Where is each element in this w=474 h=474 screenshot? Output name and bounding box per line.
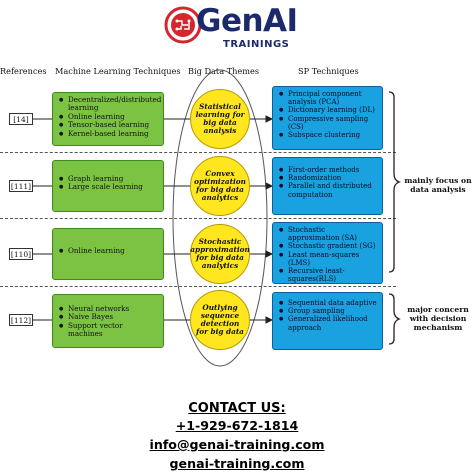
- ml-technique-item: Tensor-based learning: [59, 120, 159, 130]
- sp-technique-item: Sequential data adaptive: [279, 299, 378, 307]
- ml-technique-item: Decentralized/distributed learning: [59, 95, 161, 113]
- theme-circle: Convex optimization for big data analyti…: [190, 156, 250, 216]
- sp-technique-item: Group sampling: [279, 307, 378, 315]
- ml-technique-item: Large scale learning: [59, 182, 159, 192]
- header-references: References: [0, 66, 47, 76]
- ml-technique-item: Online learning: [59, 112, 159, 122]
- note-data-analysis: mainly focus on data analysis: [404, 176, 472, 194]
- ml-technique-item: Neural networks: [59, 304, 159, 314]
- brand-tagline: TRAININGS: [223, 39, 290, 50]
- contact-title: CONTACT US:: [188, 401, 286, 416]
- ml-techniques-box: Decentralized/distributed learning Onlin…: [52, 92, 164, 146]
- ml-technique-item: Support vector machines: [59, 321, 159, 339]
- sp-technique-item: Generalized likelihood approach: [279, 315, 378, 331]
- brand-name: GenAI: [196, 3, 298, 39]
- sp-techniques-box: Stochastic approximation (SA) Stochastic…: [272, 222, 383, 284]
- sp-technique-item: Randomization: [279, 174, 378, 182]
- row-separator: [0, 286, 396, 287]
- header-sp-techniques: SP Techniques: [298, 66, 359, 76]
- header-ml-techniques: Machine Learning Techniques: [55, 66, 181, 76]
- sp-technique-item: Compressive sampling (CS): [279, 115, 378, 131]
- contact-website-link[interactable]: genai-training.com: [169, 456, 305, 471]
- sp-technique-item: Least mean-squares (LMS): [279, 251, 378, 267]
- ml-technique-item: Graph learning: [59, 174, 159, 184]
- reference-label: [112]: [9, 314, 33, 326]
- contact-phone-link[interactable]: +1-929-672-1814: [175, 418, 299, 433]
- reference-label: [110]: [9, 248, 33, 260]
- sp-technique-item: Principal component analysis (PCA): [279, 90, 378, 106]
- sp-technique-item: Stochastic approximation (SA): [279, 226, 378, 242]
- theme-label: Statistical learning for big data analys…: [195, 101, 245, 136]
- sp-technique-item: Dictionary learning (DL): [279, 106, 378, 114]
- reference-label: [14]: [9, 113, 33, 125]
- theme-label: Stochastic approximation for big data an…: [190, 236, 250, 271]
- row-separator: [0, 218, 396, 219]
- sp-technique-item: Parallel and distributed computation: [279, 182, 378, 198]
- brand-logo: GenAI TRAININGS: [163, 3, 313, 53]
- note-decision-mechanism: major concern with decision mechanism: [407, 305, 469, 332]
- ml-techniques-box: Neural networks Naive Bayes Support vect…: [52, 294, 164, 348]
- reference-label: [111]: [9, 180, 33, 192]
- header-big-data-themes: Big Data Themes: [188, 66, 260, 76]
- sp-technique-item: Subspace clustering: [279, 131, 378, 139]
- theme-circle: Statistical learning for big data analys…: [190, 89, 250, 149]
- sp-technique-item: Stochastic gradient (SG): [279, 242, 378, 250]
- contact-email-link[interactable]: info@genai-training.com: [149, 437, 325, 452]
- sp-technique-item: Recursive least-squares(RLS): [279, 267, 378, 283]
- sp-techniques-box: First-order methods Randomization Parall…: [272, 157, 383, 215]
- theme-circle: Outlying sequence detection for big data: [190, 290, 250, 350]
- sp-techniques-box: Principal component analysis (PCA) Dicti…: [272, 86, 383, 150]
- brain-circuit-icon: [164, 6, 202, 44]
- ml-techniques-box: Graph learning Large scale learning: [52, 160, 164, 212]
- theme-label: Convex optimization for big data analyti…: [194, 168, 246, 203]
- ml-technique-item: Online learning: [59, 246, 159, 256]
- ml-technique-item: Kernel-based learning: [59, 129, 159, 139]
- ml-technique-item: Naive Bayes: [59, 312, 159, 322]
- row-separator: [0, 152, 396, 153]
- theme-label: Outlying sequence detection for big data: [196, 302, 244, 337]
- sp-technique-item: First-order methods: [279, 166, 378, 174]
- sp-techniques-box: Sequential data adaptive Group sampling …: [272, 292, 383, 350]
- theme-circle: Stochastic approximation for big data an…: [190, 224, 250, 284]
- ml-techniques-box: Online learning: [52, 228, 164, 280]
